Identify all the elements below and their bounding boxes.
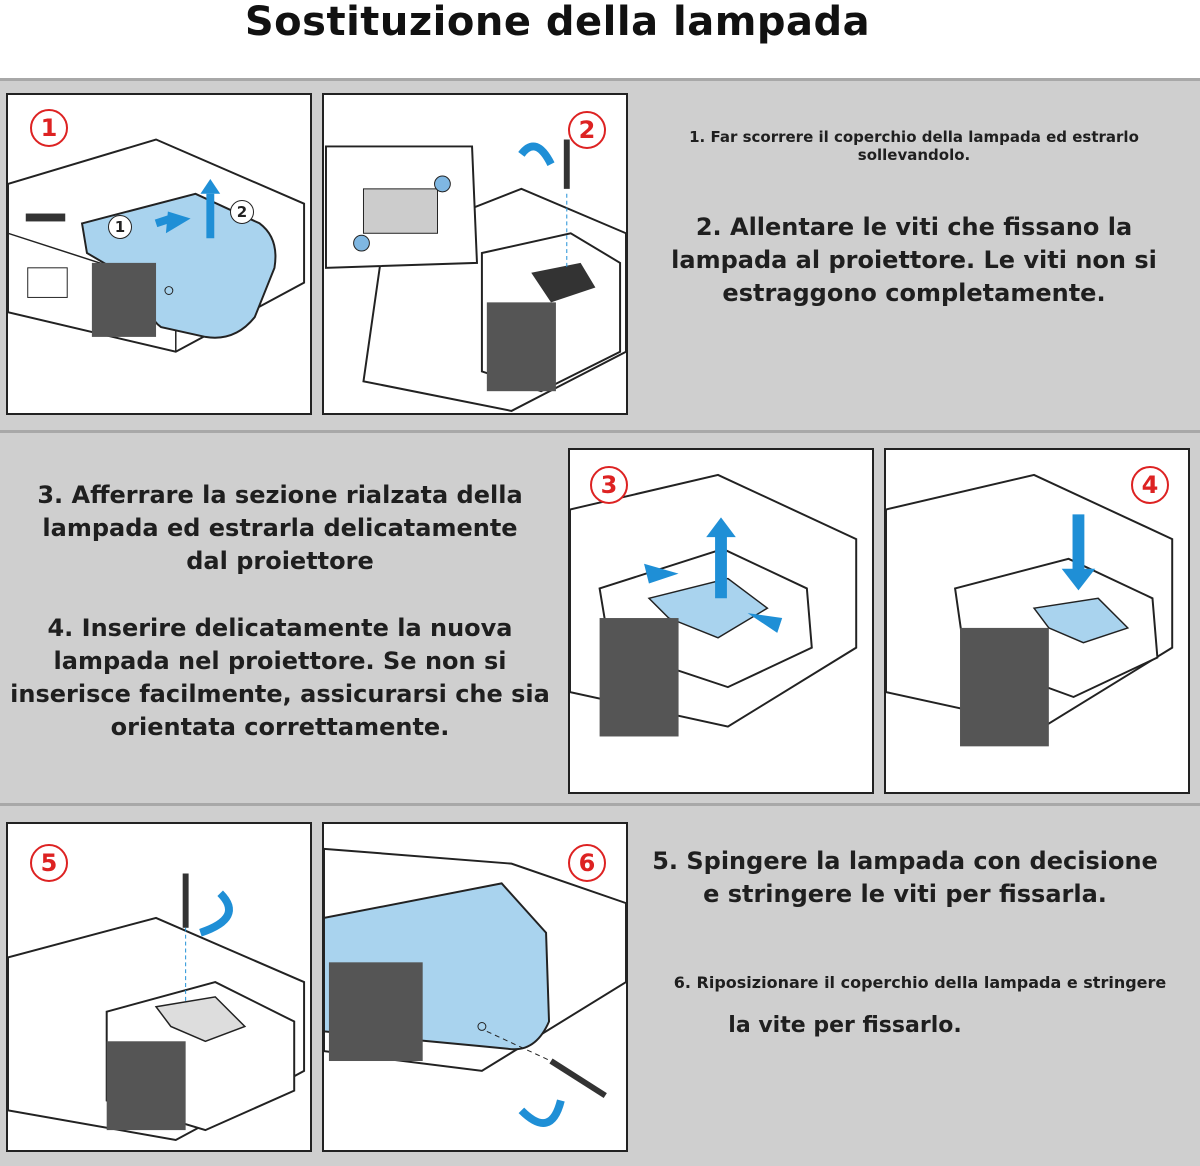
step6-text-line1: 6. Riposizionare il coperchio della lamp… (673, 973, 1167, 992)
step5-text: 5. Spingere la lampada con decisione e s… (652, 847, 1158, 908)
step5-illustration: 5 (6, 822, 312, 1152)
step1-text: 1. Far scorrere il coperchio della lampa… (689, 128, 1139, 164)
header: Sostituzione della lampada (0, 0, 1200, 78)
separator (0, 803, 1200, 806)
step-badge-3: 3 (590, 466, 628, 504)
step6-illustration: 6 (322, 822, 628, 1152)
separator (0, 430, 1200, 433)
lamp-insert-illustration (886, 473, 1174, 747)
cover-refit-illustration (324, 847, 626, 1127)
step2-illustration: 2 (322, 93, 628, 415)
step6-text-line2: la vite per fissarlo. (728, 1013, 962, 1038)
step4-text: 4. Inserire delicatamente la nuova lampa… (10, 614, 550, 741)
step2-text: 2. Allentare le viti che fissano la lamp… (671, 213, 1157, 307)
sub-marker-2: 2 (230, 200, 254, 224)
page-title: Sostituzione della lampada (244, 0, 871, 45)
lamp-screw-tighten-illustration (8, 873, 306, 1142)
step3-illustration: 3 (568, 448, 874, 794)
sub-marker-1: 1 (108, 215, 132, 239)
step1-illustration: 1 1 2 (6, 93, 312, 415)
step-badge-2: 2 (568, 111, 606, 149)
step-badge-1: 1 (30, 109, 68, 147)
lamp-removal-illustration (570, 473, 858, 737)
separator (0, 78, 1200, 81)
step4-illustration: 4 (884, 448, 1190, 794)
projector-screw-loosen-illustration (324, 139, 626, 412)
step-badge-5: 5 (30, 844, 68, 882)
step-badge-4: 4 (1131, 466, 1169, 504)
step3-text: 3. Afferrare la sezione rialzata della l… (37, 481, 523, 575)
step-badge-6: 6 (568, 844, 606, 882)
